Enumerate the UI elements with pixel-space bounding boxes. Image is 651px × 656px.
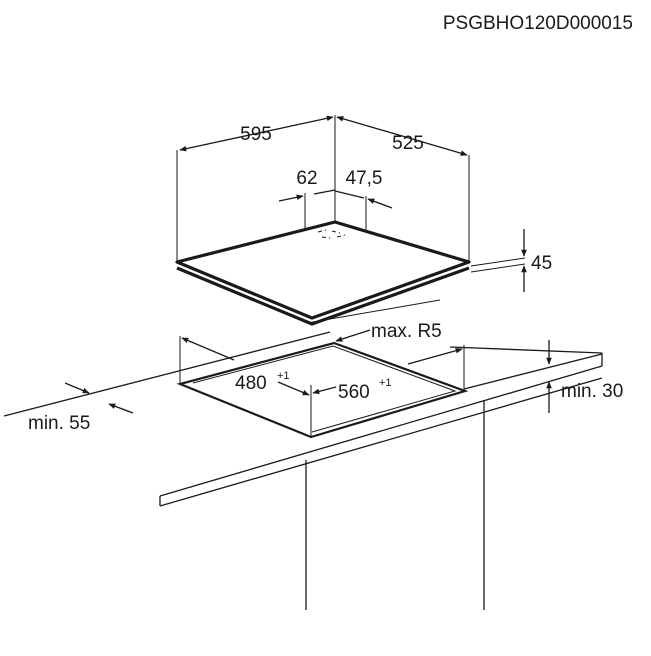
worktop [3,299,603,610]
cutout-outer [176,341,469,439]
dim-offset-right: 47,5 [334,168,393,209]
dim-min-front-label: min. 55 [28,413,90,434]
dim-width: 595 [179,115,334,152]
dim-depth: 525 [336,116,468,156]
dim-cutout-depth-tol: +1 [277,370,290,382]
dim-radius: max. R5 [335,321,442,342]
dim-cutout-width-label: 560 [338,382,370,403]
dim-width-label: 595 [240,124,272,145]
dim-offset-right-label: 47,5 [346,168,383,189]
hob-top-plate [175,220,471,320]
dim-min-rear-label: min. 30 [561,381,623,402]
hob-top-marks [317,229,346,239]
dim-min-rear: min. 30 [546,340,623,413]
dim-offset-left: 62 [278,168,336,202]
cutout [176,336,469,439]
product-code: PSGBHO120D000015 [443,13,633,34]
dim-depth-label: 525 [392,133,424,154]
dim-height: 45 [470,229,552,292]
dim-cutout-depth-label: 480 [235,373,267,394]
dim-radius-label: max. R5 [371,321,442,342]
hob-plate-edge [176,266,470,326]
hob-unit [175,115,471,326]
dim-cutout-depth: 480 +1 [181,337,310,396]
cutout-inner [192,345,457,433]
dim-cutout-width: 560 +1 [312,347,463,403]
dim-cutout-width-tol: +1 [379,377,392,389]
dim-min-front: min. 55 [28,382,134,434]
dim-height-label: 45 [531,253,552,274]
dim-offset-left-label: 62 [296,168,317,189]
